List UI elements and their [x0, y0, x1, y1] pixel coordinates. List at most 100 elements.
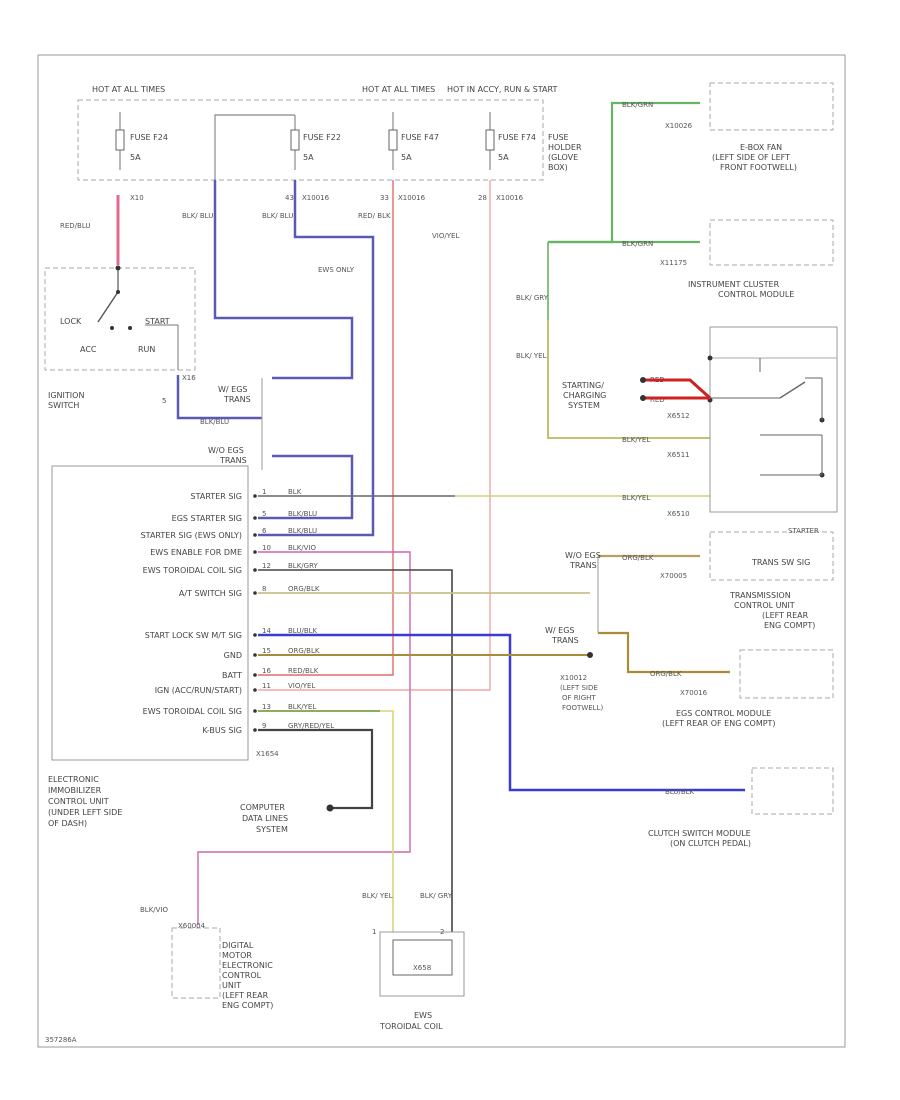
red-feeds: [640, 377, 712, 401]
x70005: X70005: [660, 572, 687, 580]
wlbl-vio-yel-v: VIO/YEL: [432, 232, 459, 240]
fuse-holder-label: FUSE HOLDER (GLOVE BOX): [548, 133, 584, 172]
ews-toroidal-coil: X658 1 2: [372, 928, 465, 997]
ews-pin-terminal: [253, 653, 257, 657]
ignition-switch-label: IGNITION SWITCH: [48, 391, 87, 410]
fuse-holder: HOT AT ALL TIMES HOT AT ALL TIMES HOT IN…: [77, 85, 584, 181]
ebox-fan: X10026: [665, 82, 834, 131]
x11175: X11175: [660, 259, 687, 267]
wire-blk-yel-start: [547, 320, 710, 439]
x6511: X6511: [667, 451, 690, 459]
wire-vio-yel: [258, 180, 491, 691]
conn-x10016-a: X10016: [302, 194, 330, 202]
ews-pin-number: 9: [262, 722, 266, 730]
pin-33: 33: [380, 194, 389, 202]
x60004: X60004: [178, 922, 206, 930]
dme-label: DIGITAL MOTOR ELECTRONIC CONTROL UNIT (L…: [222, 941, 275, 1010]
wlbl-blk-grn-2: BLK/GRN: [622, 240, 653, 248]
ews-pin-number: 8: [262, 585, 266, 593]
ews-pin-wire: RED/BLK: [288, 667, 319, 675]
wire-blk-blu-a: [213, 180, 354, 380]
ebox-fan-label: E-BOX FAN (LEFT SIDE OF LEFT FRONT FOOTW…: [712, 143, 797, 172]
wlbl-blu-blk: BLU/BLK: [665, 788, 695, 796]
ews-pin-number: 10: [262, 544, 271, 552]
ews-pin-number: 12: [262, 562, 271, 570]
fuse-f47-name: FUSE F47: [401, 133, 439, 142]
wlbl-red-blk-v: RED/ BLK: [358, 212, 391, 220]
fuse-f22-amp: 5A: [303, 153, 314, 162]
diagram-id: 357286A: [45, 1036, 77, 1044]
wlbl-blk-gry-b: BLK/ GRY: [420, 892, 453, 900]
fuse-f22-name: FUSE F22: [303, 133, 341, 142]
instrument-cluster: X11175: [660, 219, 834, 267]
ews-pin-number: 1: [262, 488, 266, 496]
coil-inner: X658: [413, 964, 431, 972]
ews-pin-terminal: [253, 728, 257, 732]
ign-lock: LOCK: [60, 317, 82, 326]
ews-pin-wire: BLK/BLU: [288, 527, 317, 535]
clutch-switch-module: [751, 767, 834, 815]
ews-pin-number: 6: [262, 527, 267, 535]
wlbl-blk-yel-b: BLK/ YEL: [362, 892, 393, 900]
ews-pin-wire: BLK/VIO: [288, 544, 317, 552]
ews-pin-wire: BLU/BLK: [288, 627, 318, 635]
conn-x10016-c: X10016: [496, 194, 524, 202]
wlbl-blk-blu-2: BLK/ BLU: [262, 212, 293, 220]
left-wm-egs: W/ EGS TRANS: [218, 385, 251, 404]
ews-pin-number: 14: [262, 627, 271, 635]
ews-pin-terminal: [253, 709, 257, 713]
coil-pin-2: 2: [440, 928, 444, 936]
wlbl-blk-gry-v: BLK/ GRY: [516, 294, 549, 302]
ews-connector: X1654: [256, 750, 279, 758]
wire-blk-blu-b: [258, 180, 375, 537]
conn-x10016-b: X10016: [398, 194, 426, 202]
wlbl-blk-vio: BLK/VIO: [140, 906, 169, 914]
ews-pin-wire: VIO/YEL: [288, 682, 315, 690]
ews-pin-wire: BLK/GRY: [288, 562, 318, 570]
left-wo-egs: W/O EGS TRANS: [208, 446, 247, 465]
ews-pin-terminal: [253, 550, 257, 554]
label-hot-at-all-1: HOT AT ALL TIMES: [92, 85, 165, 94]
ign-run: RUN: [138, 345, 155, 354]
wire-red-blk: [258, 180, 394, 676]
clutch-label: CLUTCH SWITCH MODULE (ON CLUTCH PEDAL): [648, 829, 753, 848]
ews-pin-number: 5: [262, 510, 266, 518]
ews-pin-label: START LOCK SW M/T SIG: [145, 631, 242, 640]
diagram-frame: [37, 54, 846, 1048]
ign-pin-x16: X16: [182, 374, 196, 382]
wlbl-blk-blu-3: BLK/BLU: [200, 418, 229, 426]
wlbl-org-blk-1: ORG/BLK: [622, 554, 654, 562]
egs-module-label: EGS CONTROL MODULE (LEFT REAR OF ENG COM…: [662, 709, 776, 728]
starter-label: STARTER: [788, 527, 819, 535]
ews-pin-number: 11: [262, 682, 271, 690]
ews-pin-terminal: [253, 673, 257, 677]
x6512: X6512: [667, 412, 690, 420]
conn-x10: X10: [130, 194, 144, 202]
wlbl-red-2: RED: [650, 396, 665, 404]
fuse-f24-amp: 5A: [130, 153, 141, 162]
wlbl-blk-yel-2: BLK/YEL: [622, 494, 650, 502]
ews-pin-label: IGN (ACC/RUN/START): [155, 686, 242, 695]
wlbl-ews-only: EWS ONLY: [318, 266, 355, 274]
computer-label: COMPUTER DATA LINES SYSTEM: [240, 803, 291, 834]
ews-pin-label: BATT: [222, 671, 242, 680]
ews-pin-label: EWS TOROIDAL COIL SIG: [143, 566, 242, 575]
wire-blk-gry: [258, 569, 453, 932]
ews-pin-number: 13: [262, 703, 271, 711]
wire-blu-blk: [258, 633, 745, 792]
ews-pin-terminal: [253, 633, 257, 637]
wire-blk-blu-ign: [176, 375, 262, 420]
ews-pin-label: EWS TOROIDAL COIL SIG: [143, 707, 242, 716]
wlbl-org-blk-2: ORG/BLK: [650, 670, 682, 678]
trans-sw-label: TRANS SW SIG: [751, 558, 810, 567]
ews-coil-label: EWS TOROIDAL COIL: [379, 1011, 443, 1031]
ews-pin-number: 15: [262, 647, 271, 655]
x10012-label: X10012 (LEFT SIDE OF RIGHT FOOTWELL): [560, 674, 603, 712]
wire-blk-blu-c: [258, 454, 354, 520]
ews-pin-terminal: [253, 688, 257, 692]
starting-charging-relay: [707, 326, 838, 513]
ews-pin-terminal: [253, 533, 257, 537]
trans-control-unit: STARTER TRANS SW SIG X70005: [660, 527, 834, 581]
wlbl-blk-yel-1: BLK/YEL: [622, 436, 650, 444]
